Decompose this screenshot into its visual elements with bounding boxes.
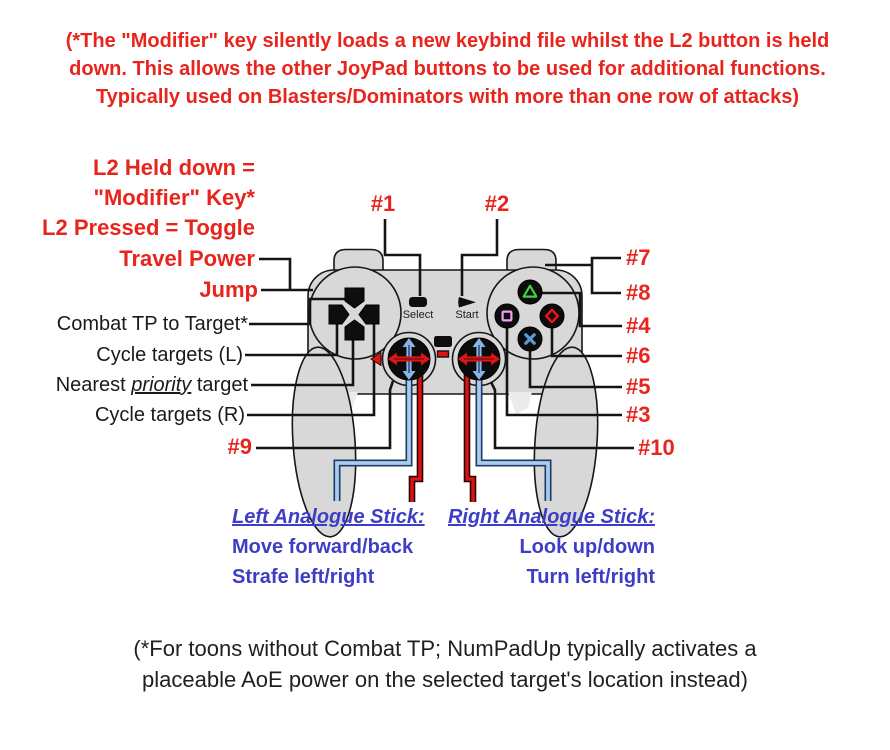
l2-note-line-2: "Modifier" Key* [93,185,255,210]
left-stick-outer-arrow-tip-icon [370,351,382,367]
dpad-right-button [358,304,380,325]
select-button-label: Select [403,309,434,321]
num5-callout: #5 [626,374,651,399]
right-stick-note: Right Analogue Stick: Look up/down Turn … [448,502,655,592]
line-num5-cross [528,350,622,389]
line-num10 [489,381,634,450]
line-num6-circle [550,328,622,358]
cycle-targets-l-callout: Cycle targets (L) [96,344,243,366]
combat-tp-callout: Combat TP to Target* [56,313,248,335]
nearest-priority-callout: Nearest priority target [56,374,248,397]
dpad-up-button [344,287,365,309]
num10-callout: #10 [638,435,675,460]
nearest-suffix: target [191,374,248,396]
num3-callout: #3 [626,402,651,427]
footnote: (*For toons without Combat TP; NumPadUp … [45,633,845,695]
nearest-priority-word: priority [131,374,192,396]
right-stick-line-2: Turn left/right [526,566,656,588]
dpad-down-button [344,319,365,341]
left-analog-stick [370,337,431,381]
footnote-line-2: placeable AoE power on the selected targ… [142,667,748,692]
square-icon [501,310,513,322]
deck-shading-right [508,392,532,414]
l2-note-line-3: L2 Pressed = Toggle [42,215,255,240]
footnote-line-1: (*For toons without Combat TP; NumPadUp … [133,636,757,661]
left-stick-note: Left Analogue Stick: Move forward/back S… [232,502,425,592]
num4-callout: #4 [626,313,651,338]
num6-callout: #6 [626,343,651,368]
left-stick-line-1: Move forward/back [232,536,414,558]
modifier-note: (*The "Modifier" key silently loads a ne… [25,27,870,111]
dpad [328,287,380,341]
right-stick-heading: Right Analogue Stick: [447,506,655,528]
cross-icon [524,333,536,345]
right-stick-red-line [465,372,475,502]
jump-callout: Jump [199,277,258,302]
face-buttons [494,279,565,352]
num8-callout: #8 [626,280,651,305]
line-combat-tp [249,297,350,326]
line-num4-triangle [541,291,622,328]
num2-callout: #2 [484,191,510,216]
l2-modifier-note: L2 Held down = "Modifier" Key* L2 Presse… [42,153,255,243]
triangle-icon [522,284,538,298]
modifier-note-line-2: down. This allows the other JoyPad butto… [69,58,826,80]
left-stick-blue-line [335,372,411,501]
line-num1-select [383,219,422,296]
line-travel-bracket [259,257,292,290]
num1-callout: #1 [370,191,396,216]
right-shoulder-bump [506,248,557,274]
right-stick-line-1: Look up/down [519,536,655,558]
circle-icon [544,308,560,324]
start-button [458,297,476,308]
num9-callout: #9 [227,434,252,459]
travel-power-callout: Travel Power [119,246,255,271]
triangle-button [517,279,543,305]
cycle-targets-r-callout: Cycle targets (R) [94,404,245,426]
nearest-prefix: Nearest [55,374,132,396]
dpad-left-button [328,304,350,325]
square-button [494,303,520,329]
line-num3-square [505,328,622,417]
line-cycle-l [245,321,339,357]
start-button-label: Start [455,309,478,321]
right-stick-blue-line [477,372,550,501]
center-led [436,350,450,358]
line-num2-start [460,219,499,296]
left-stick-line-2: Strafe left/right [232,566,375,588]
circle-button [539,303,565,329]
line-cycle-r [247,320,376,417]
center-port [434,336,452,347]
num7-callout: #7 [626,245,651,270]
line-num9 [256,380,395,450]
modifier-note-line-1: (*The "Modifier" key silently loads a ne… [65,30,830,52]
modifier-note-line-3: Typically used on Blasters/Dominators wi… [95,86,800,108]
left-stick-red-line [410,372,422,502]
line-num7-num8-bracket [545,256,621,295]
callout-lines [245,219,634,450]
left-stick-heading: Left Analogue Stick: [232,506,425,528]
select-button [409,297,427,307]
line-nearest [251,335,355,387]
right-analog-stick [457,337,501,381]
stick-axis-lines [333,372,552,502]
l2-note-line-1: L2 Held down = [93,155,255,180]
